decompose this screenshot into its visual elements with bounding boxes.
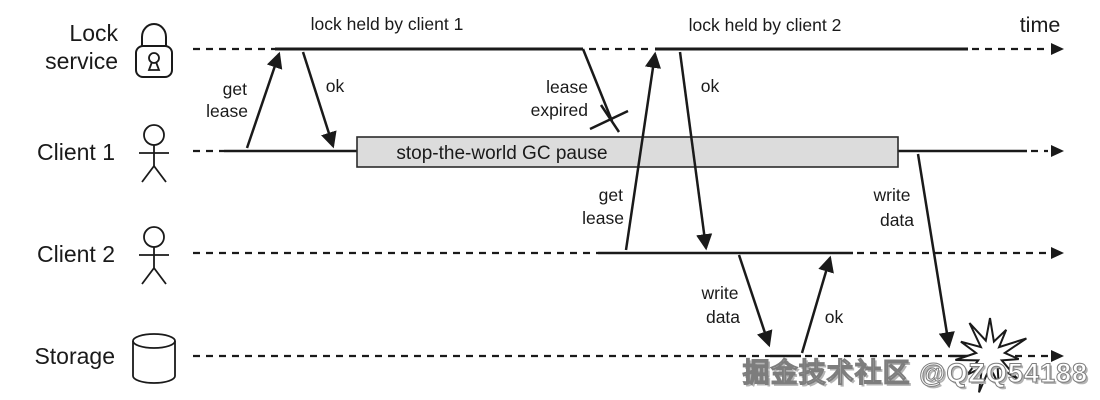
storage-ok-arrow: ok <box>800 255 844 354</box>
c1-ok-arrow: ok <box>301 51 345 149</box>
lane-label-storage: Storage <box>34 343 115 369</box>
lease-expired-marker: lease expired <box>531 48 629 133</box>
person-icon-client-2 <box>139 226 169 285</box>
c2-write-data-label-line2: data <box>706 307 740 327</box>
lane-label-client-1: Client 1 <box>37 139 115 165</box>
lane-label-text: Lock <box>69 20 118 46</box>
lane-label-client-2: Client 2 <box>37 241 115 267</box>
storage-ok-label: ok <box>825 307 844 327</box>
lock-held-c2-label: lock held by client 2 <box>689 15 842 35</box>
c1-write-data-arrow: write data <box>873 153 955 349</box>
c2-ok-arrow: ok <box>678 51 720 251</box>
c2-write-data-arrow: write data <box>701 254 773 348</box>
timeline-arrowhead <box>1051 145 1064 157</box>
person-icon-client-1 <box>139 124 169 183</box>
lane-label-text: service <box>45 48 118 74</box>
lease-expired-label-line1: lease <box>546 77 588 97</box>
c2-write-data-label-line1: write <box>701 283 739 303</box>
watermark: 掘金技术社区 @QZQ54188 掘金技术社区 @QZQ54188 <box>742 357 1090 391</box>
lease-expired-label-line2: expired <box>531 100 588 120</box>
timeline-arrowhead <box>1051 247 1064 259</box>
c1-write-data-label-line1: write <box>873 185 911 205</box>
gc-pause-label: stop-the-world GC pause <box>396 143 607 164</box>
c1-get-lease-arrow: get lease <box>206 51 283 149</box>
timeline-client-2 <box>193 247 1064 259</box>
database-cylinder-icon <box>132 333 176 384</box>
c2-get-lease-label-line1: get <box>599 185 623 205</box>
timeline-arrowhead <box>1051 350 1064 362</box>
c1-get-lease-label-line2: lease <box>206 101 248 121</box>
padlock-icon <box>135 23 173 78</box>
c1-ok-label: ok <box>326 76 345 96</box>
timeline-client-1 <box>193 145 1064 157</box>
c1-write-data-label-line2: data <box>880 210 914 230</box>
lock-held-c1-label: lock held by client 1 <box>311 14 464 34</box>
lane-label-lock-service: Lock service <box>45 20 118 74</box>
c1-get-lease-label-line1: get <box>223 79 247 99</box>
timeline-arrowhead <box>1051 43 1064 55</box>
watermark-shadow-text: 掘金技术社区 @QZQ54188 <box>745 359 1090 390</box>
crash-burst-icon <box>955 317 1027 393</box>
watermark-text: 掘金技术社区 @QZQ54188 <box>743 357 1088 388</box>
timeline-lock-service <box>193 43 1064 55</box>
c2-get-lease-arrow: get lease <box>582 51 662 251</box>
c2-get-lease-label-line2: lease <box>582 208 624 228</box>
timeline-storage <box>193 350 1064 362</box>
time-axis-label: time <box>1020 13 1061 37</box>
c2-ok-label: ok <box>701 76 720 96</box>
gc-pause-box: stop-the-world GC pause <box>356 136 899 168</box>
